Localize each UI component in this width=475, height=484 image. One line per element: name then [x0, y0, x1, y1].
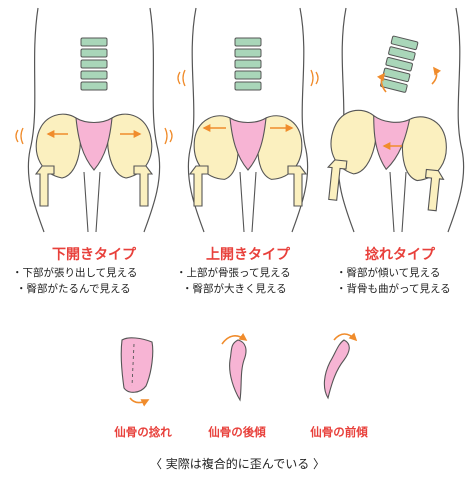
caption-sacrum-twist: 仙骨の捻れ: [114, 425, 172, 439]
sacrum-posterior-tilt-icon: [221, 333, 248, 402]
type-title-upper-open: 上開きタイプ: [206, 247, 290, 263]
caption-sacrum-anterior-tilt: 仙骨の前傾: [310, 425, 368, 439]
type-title-twist: 捻れタイプ: [365, 247, 435, 263]
panel-upper-open: [177, 7, 319, 233]
panel-twist: [324, 7, 465, 233]
point: ・臀部が大きく見える: [182, 283, 287, 295]
type-title-lower-open: 下開きタイプ: [52, 247, 136, 263]
point: ・臀部がたるんで見える: [16, 283, 131, 295]
sacrum-anterior-tilt-icon: [323, 332, 358, 400]
caption-sacrum-posterior-tilt: 仙骨の後傾: [208, 425, 266, 439]
point: ・臀部が傾いて見える: [336, 267, 441, 279]
point: ・下部が張り出して見える: [12, 267, 138, 279]
type-points-twist: ・臀部が傾いて見える ・背骨も曲がって見える: [336, 265, 451, 297]
motion-marks: [15, 127, 173, 145]
point: ・上部が骨張って見える: [176, 267, 291, 279]
motion-marks: [177, 69, 319, 87]
panel-lower-open: [15, 7, 173, 233]
sacrum-twist-icon: [120, 337, 154, 407]
footer-note: 〈 実際は複合的に歪んでいる 〉: [149, 457, 326, 471]
type-points-upper-open: ・上部が骨張って見える ・臀部が大きく見える: [176, 265, 291, 297]
type-points-lower-open: ・下部が張り出して見える ・臀部がたるんで見える: [12, 265, 137, 297]
point: ・背骨も曲がって見える: [336, 283, 451, 295]
